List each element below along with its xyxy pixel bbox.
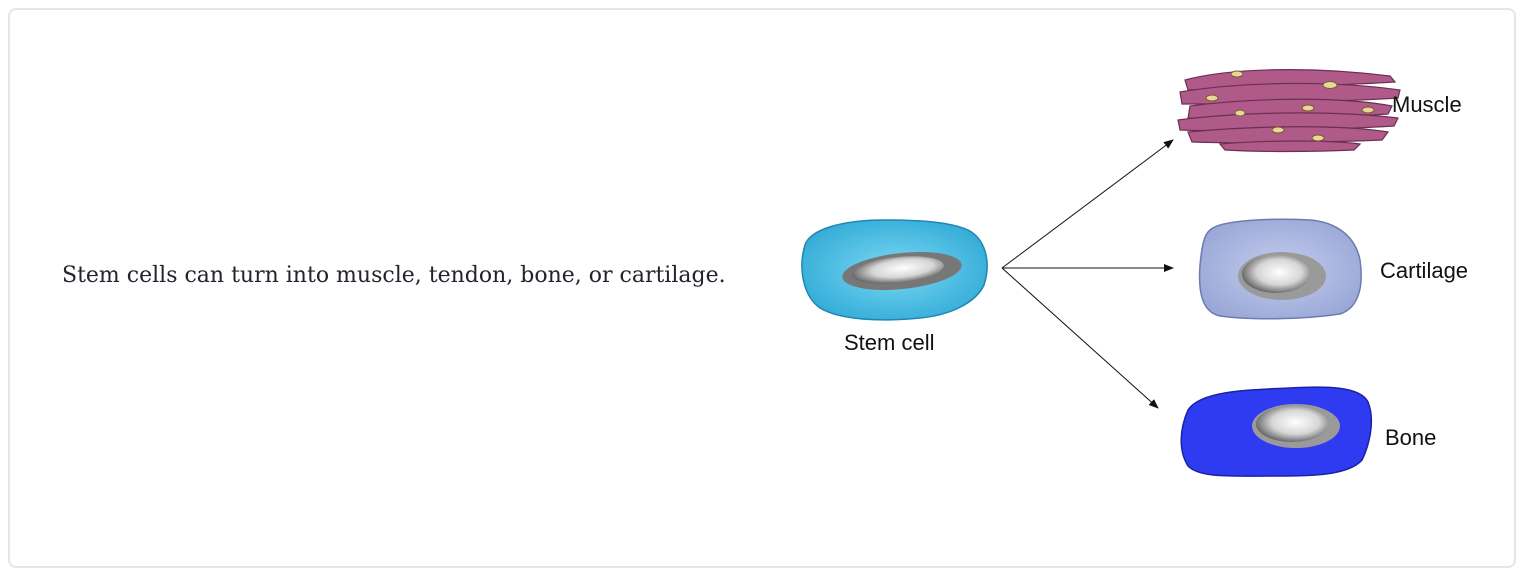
bone-label: Bone [1385, 425, 1436, 450]
arrow-to-muscle [1002, 140, 1173, 268]
arrows [1002, 140, 1173, 408]
muscle-label: Muscle [1392, 92, 1462, 117]
muscle-cells: Muscle [1178, 70, 1462, 152]
stem-cell: Stem cell [802, 220, 987, 355]
diagram-svg: Stem cell [770, 30, 1510, 520]
cartilage-cell: Cartilage [1200, 219, 1469, 318]
stem-cell-differentiation-diagram: Stem cell [770, 30, 1510, 520]
cartilage-label: Cartilage [1380, 258, 1468, 283]
bone-cell: Bone [1181, 387, 1436, 476]
arrow-to-bone [1002, 268, 1158, 408]
stem-cell-label: Stem cell [844, 330, 934, 355]
caption-text: Stem cells can turn into muscle, tendon,… [62, 258, 742, 294]
